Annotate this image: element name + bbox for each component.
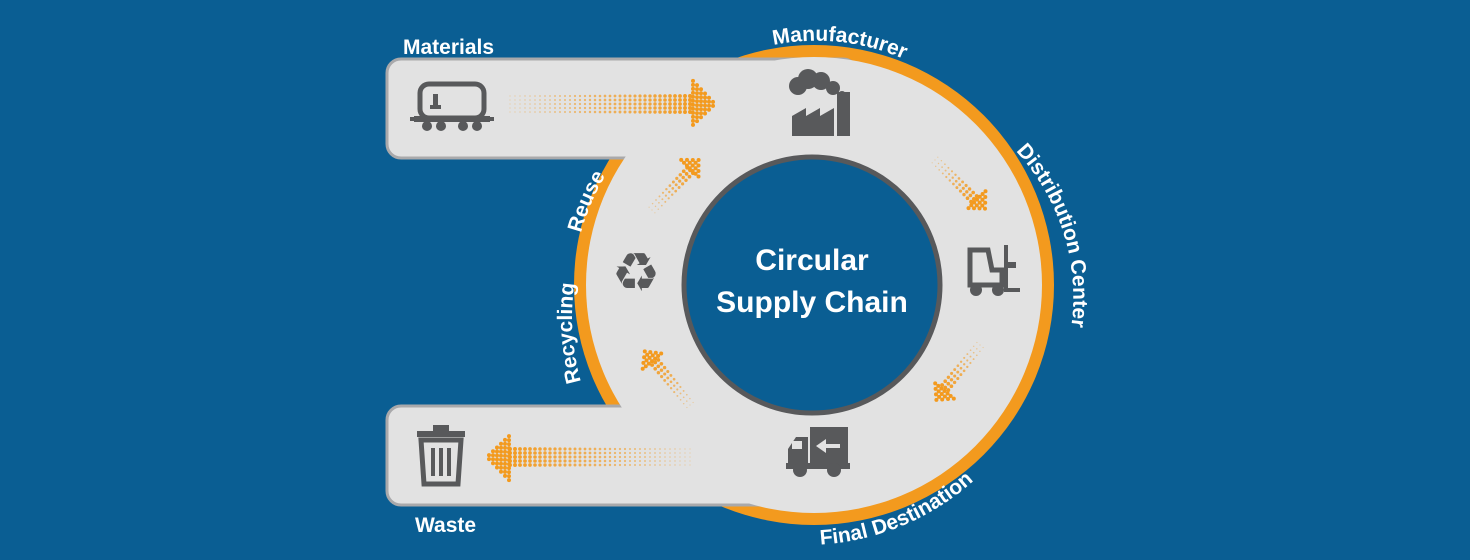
recycle-icon: ♻: [612, 241, 660, 304]
center-title-line1: Circular: [755, 244, 869, 277]
flow-arrow-to-waste: [487, 434, 691, 483]
forklift-icon: [967, 245, 1020, 296]
svg-text:♻: ♻: [612, 241, 660, 304]
center-title-line2: Supply Chain: [716, 286, 908, 319]
tank-car-icon: [410, 81, 494, 131]
flow-arrow-materials-to-manufacturer: [509, 78, 715, 127]
flow-arrow-reuse-to-materials: [648, 157, 701, 214]
flow-arrow-manufacturer-to-distribution: [931, 156, 988, 211]
delivery-truck-icon: [786, 427, 850, 477]
factory-icon: [789, 69, 850, 136]
flow-arrow-distribution-to-final: [933, 341, 984, 402]
center-circle: [681, 154, 943, 416]
trash-can-icon: [417, 425, 465, 487]
stage-label-materials: Materials: [403, 36, 494, 59]
stage-label-waste: Waste: [415, 514, 476, 537]
flow-arrow-recycling-to-reuse-lower: [640, 349, 694, 409]
